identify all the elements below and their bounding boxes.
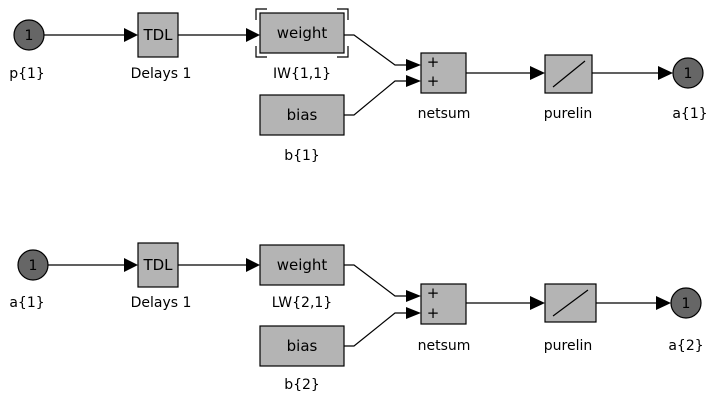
weight-block[interactable] bbox=[259, 12, 345, 54]
wire-bias-to-sum[interactable] bbox=[344, 80, 408, 116]
layer2-diagram: 1 a{1} TDL Delays 1 weight LW{2,1} bias … bbox=[9, 242, 704, 393]
selection-handles bbox=[255, 8, 349, 58]
wire-weight-to-sum[interactable] bbox=[344, 264, 408, 297]
bias-block-label: b{2} bbox=[284, 377, 320, 393]
input-port-number: 1 bbox=[29, 258, 38, 274]
layer2-wires bbox=[48, 258, 671, 347]
output-port-a1[interactable] bbox=[672, 57, 704, 89]
input-port-label: p{1} bbox=[9, 66, 45, 82]
input-port-p1[interactable] bbox=[13, 19, 45, 51]
sum-sign-2: + bbox=[427, 72, 440, 90]
arrowhead bbox=[530, 66, 545, 80]
arrowhead bbox=[406, 290, 421, 302]
wire-weight-to-sum[interactable] bbox=[344, 34, 408, 66]
sum-block-label: netsum bbox=[418, 338, 471, 354]
output-port-a2[interactable] bbox=[670, 287, 702, 319]
purelin-block-label: purelin bbox=[544, 106, 592, 122]
sum-sign-1: + bbox=[427, 284, 440, 302]
weight-block-text: weight bbox=[277, 256, 328, 274]
purelin-block-label: purelin bbox=[544, 338, 592, 354]
arrowhead bbox=[246, 28, 260, 42]
selection-corner bbox=[255, 8, 267, 20]
arrowhead bbox=[246, 258, 260, 272]
tdl-block-text: TDL bbox=[142, 256, 173, 274]
weight-block-text: weight bbox=[277, 24, 328, 42]
bias-block[interactable] bbox=[259, 325, 345, 367]
selection-corner bbox=[337, 8, 349, 20]
input-port-label: a{1} bbox=[9, 295, 44, 311]
tdl-block-label: Delays 1 bbox=[131, 295, 192, 311]
sum-block-label: netsum bbox=[418, 106, 471, 122]
sum-sign-2: + bbox=[427, 304, 440, 322]
output-port-number: 1 bbox=[682, 296, 691, 312]
tdl-block[interactable] bbox=[137, 242, 179, 288]
wire-bias-to-sum[interactable] bbox=[344, 312, 408, 347]
output-port-label: a{1} bbox=[672, 106, 707, 122]
bias-block-text: bias bbox=[287, 337, 318, 355]
arrowhead bbox=[656, 296, 671, 310]
weight-block-label: IW{1,1} bbox=[273, 66, 331, 82]
linear-transfer-icon bbox=[552, 289, 589, 317]
bias-block-text: bias bbox=[287, 106, 318, 124]
sum-block[interactable] bbox=[420, 52, 467, 94]
arrowhead bbox=[658, 66, 673, 80]
bias-block-label: b{1} bbox=[284, 148, 320, 164]
tdl-block-text: TDL bbox=[142, 26, 173, 44]
input-port-a1[interactable] bbox=[17, 249, 49, 281]
sum-sign-1: + bbox=[427, 53, 440, 71]
selection-corner bbox=[337, 46, 349, 58]
tdl-block-label: Delays 1 bbox=[131, 66, 192, 82]
arrowhead bbox=[124, 258, 138, 272]
layer1-wires bbox=[44, 28, 673, 116]
arrowhead bbox=[406, 59, 421, 71]
arrowhead bbox=[406, 307, 421, 319]
arrowhead bbox=[530, 296, 545, 310]
output-port-number: 1 bbox=[684, 66, 693, 82]
linear-transfer-icon bbox=[552, 60, 586, 88]
bias-block[interactable] bbox=[259, 94, 345, 136]
sum-block[interactable] bbox=[420, 283, 467, 325]
tdl-block[interactable] bbox=[137, 12, 179, 58]
arrowhead bbox=[406, 75, 421, 87]
layer1-diagram: 1 p{1} TDL Delays 1 weight IW{1,1} bias … bbox=[9, 8, 708, 164]
weight-block-label: LW{2,1} bbox=[272, 295, 332, 311]
output-port-label: a{2} bbox=[668, 338, 703, 354]
input-port-number: 1 bbox=[25, 28, 34, 44]
selection-corner bbox=[255, 46, 267, 58]
arrowhead bbox=[124, 28, 138, 42]
weight-block[interactable] bbox=[259, 244, 345, 286]
